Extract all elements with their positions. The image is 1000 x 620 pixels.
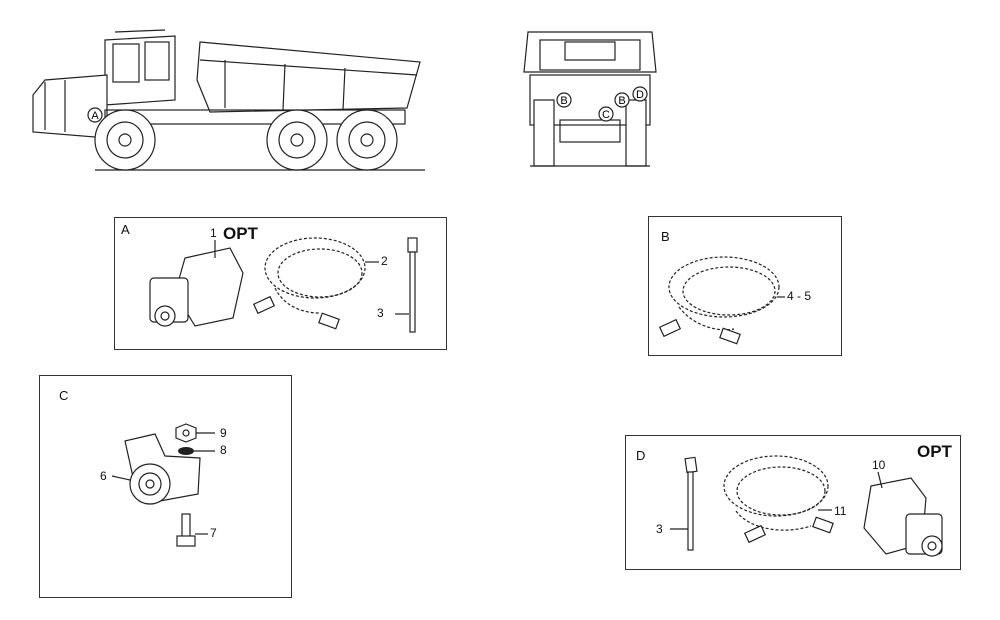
callout-4-5: 4 - 5 [787,289,812,303]
cable-harness-part [658,256,785,345]
panel-a-title: A [121,222,130,237]
cable-tie-part [395,237,418,333]
detail-panel-b: B 4 - 5 [648,216,842,356]
panel-d-opt-label: OPT [917,442,952,461]
callout-11: 11 [834,504,847,518]
truck-callout-a: A [91,110,99,122]
cable-tie-part [670,456,698,551]
front-wheel [94,109,156,171]
truck-callout-b-right: B [618,95,625,107]
cable-harness-part [252,237,379,330]
truck-rear-view: B C B D [523,31,657,167]
detail-panel-c: C 9 8 6 7 [39,375,292,598]
truck-callout-c: C [602,109,610,121]
panel-a-parts-drawing [149,237,418,333]
callout-2: 2 [381,254,388,268]
callout-8: 8 [220,443,227,457]
socket-connector-part [863,471,943,557]
callout-7: 7 [210,526,217,540]
detail-panel-a: A OPT 1 2 3 [114,217,447,350]
callout-1: 1 [210,226,217,240]
callout-10: 10 [872,458,886,472]
callout-6: 6 [100,469,107,483]
callout-3-d: 3 [656,522,663,536]
nut-part [175,423,215,443]
middle-wheel [266,109,328,171]
truck-callout-d: D [636,89,644,101]
panel-c-title: C [59,388,69,403]
socket-part [111,433,201,505]
cable-harness-part [723,455,834,544]
callout-9: 9 [220,426,227,440]
panel-d-title: D [636,448,646,463]
panel-c-parts-drawing [111,423,215,547]
truck-side-view: A [32,29,425,171]
callout-3: 3 [377,306,384,320]
panel-d-parts-drawing [670,455,943,557]
bolt-part [176,513,208,547]
panel-b-title: B [661,229,670,244]
washer-part [178,447,215,455]
panel-a-opt-label: OPT [223,224,258,243]
truck-callout-b-left: B [560,95,567,107]
panel-b-parts-drawing [658,256,785,345]
socket-connector-part [149,240,244,327]
rear-wheel [336,109,398,171]
detail-panel-d: D OPT 3 11 10 [625,435,961,570]
